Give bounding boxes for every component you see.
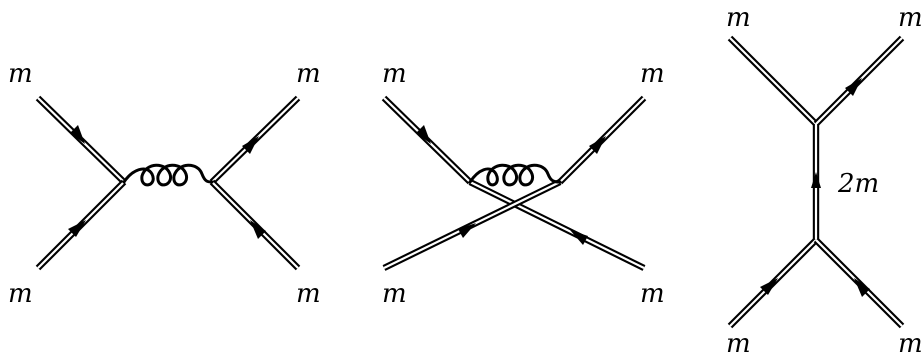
arrow-icon <box>68 220 86 237</box>
diagram-1-gluon <box>122 163 214 187</box>
diagram-2-top-right-line <box>557 95 647 185</box>
diagram-1-bottom-right-line <box>209 179 301 271</box>
arrow-icon <box>416 125 431 144</box>
arrow-icon <box>250 220 266 239</box>
diagram-2-crossing-line-a <box>468 179 646 271</box>
diagram-1: m m m m <box>8 59 321 309</box>
diagram-1-bottom-left-line <box>35 179 127 271</box>
diagram-3-top-left-line <box>727 35 819 127</box>
diagram-3-label-internal: 2m <box>837 169 879 199</box>
diagram-2-gluon <box>468 163 562 187</box>
diagram-1-label-top-right: m <box>296 59 321 89</box>
arrow-icon <box>845 78 862 96</box>
arrow-icon <box>760 278 778 295</box>
diagram-2-top-left-line <box>381 95 473 185</box>
diagram-1-top-right-line <box>209 95 301 185</box>
diagram-3-label-bottom-right: m <box>898 329 923 356</box>
diagram-1-label-bottom-left: m <box>8 279 33 309</box>
arrow-icon <box>589 136 606 154</box>
diagram-2-label-top-right: m <box>640 59 665 89</box>
diagram-3-bottom-left-line <box>727 237 819 329</box>
arrow-icon <box>570 230 588 245</box>
diagram-3-label-top-right: m <box>898 3 923 33</box>
diagram-1-label-bottom-right: m <box>296 279 321 309</box>
diagram-1-label-top-left: m <box>8 59 33 89</box>
arrow-icon <box>854 278 870 297</box>
arrow-icon <box>70 125 85 144</box>
diagram-2-crossing-line-b <box>382 179 562 271</box>
diagram-3-internal-line <box>811 124 821 240</box>
diagram-1-top-left-line <box>35 95 127 185</box>
diagram-2-label-top-left: m <box>382 59 407 89</box>
arrow-icon <box>242 136 259 154</box>
diagram-3-top-right-line <box>813 35 905 127</box>
diagram-3-bottom-right-line <box>813 237 905 329</box>
diagram-3-label-bottom-left: m <box>726 329 751 356</box>
diagram-2-label-bottom-right: m <box>640 279 665 309</box>
arrow-icon <box>458 223 476 238</box>
diagram-3: m m 2m m m <box>726 3 923 356</box>
diagram-2: m m m m <box>381 59 665 309</box>
diagram-2-label-bottom-left: m <box>382 279 407 309</box>
arrow-icon <box>811 172 821 188</box>
diagram-3-label-top-left: m <box>726 3 751 33</box>
